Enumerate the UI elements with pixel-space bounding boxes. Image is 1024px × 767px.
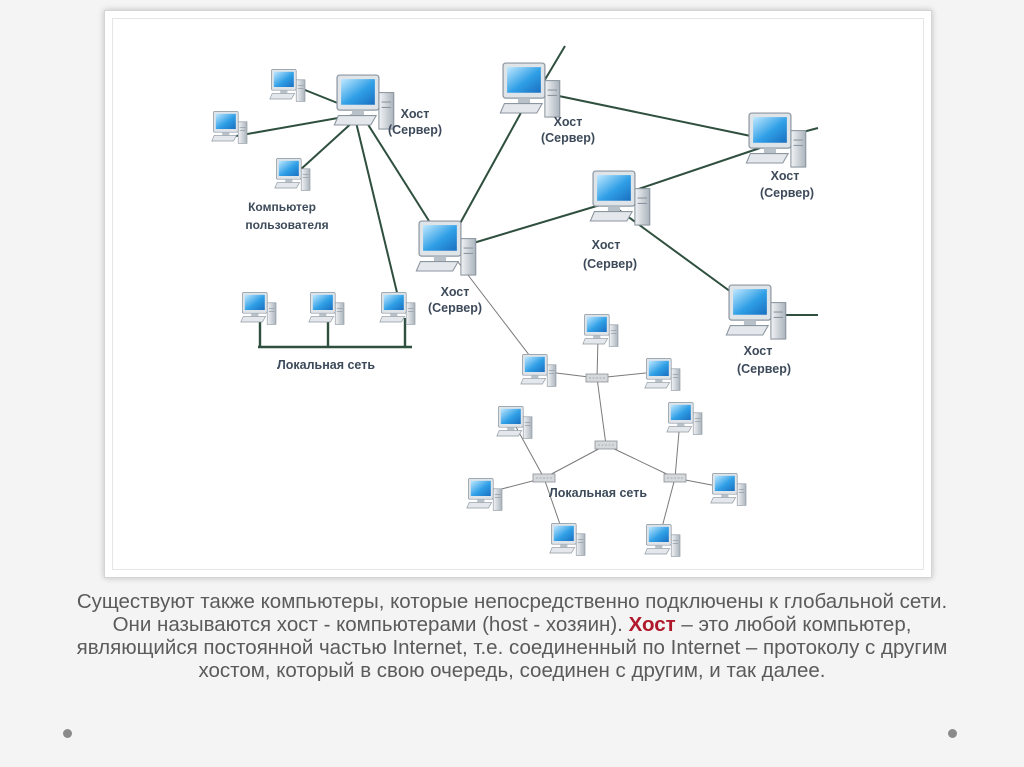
link-host4-host5 bbox=[529, 89, 771, 141]
user-computer-label: Компьютер bbox=[248, 200, 316, 214]
link-host1-pc-b bbox=[235, 114, 356, 137]
caption-highlight: Хост bbox=[628, 613, 676, 636]
hub-icon bbox=[594, 440, 618, 450]
hub-icon bbox=[532, 473, 556, 483]
hub-icon bbox=[663, 473, 687, 483]
caption-text: – это любой компьютер, являющийся постоя… bbox=[76, 613, 948, 682]
host-label: Хост bbox=[441, 285, 470, 299]
host-label: Хост bbox=[771, 169, 800, 183]
link-host1-lan1 bbox=[354, 117, 401, 306]
host-label: Хост bbox=[744, 344, 773, 358]
computer-icon bbox=[269, 69, 306, 102]
link-host2-host4 bbox=[451, 99, 529, 239]
bullet-dot bbox=[63, 729, 72, 738]
host-label: (Сервер) bbox=[737, 362, 791, 376]
host-label: (Сервер) bbox=[760, 186, 814, 200]
computer-icon bbox=[644, 357, 681, 391]
computer-icon bbox=[466, 477, 503, 511]
host-server-icon bbox=[725, 284, 787, 340]
computer-icon bbox=[240, 291, 277, 325]
host-label: Хост bbox=[554, 115, 583, 129]
lan1-bus bbox=[258, 318, 412, 349]
computer-icon bbox=[666, 401, 703, 435]
host-server-icon bbox=[589, 170, 651, 226]
link-host3-host6 bbox=[611, 204, 743, 301]
caption-text: Существуют также компьютеры, которые неп… bbox=[76, 590, 948, 636]
host-server-icon bbox=[745, 112, 807, 168]
host-label: Хост bbox=[592, 238, 621, 252]
slide-caption: Существуют также компьютеры, которые неп… bbox=[60, 590, 964, 682]
lan2-links bbox=[457, 261, 723, 536]
computer-icon bbox=[496, 405, 533, 439]
computer-icon bbox=[379, 291, 416, 325]
host-server-icon bbox=[333, 74, 395, 130]
computer-icon bbox=[520, 353, 557, 387]
computer-icon bbox=[274, 157, 311, 191]
computer-icon bbox=[644, 524, 681, 557]
computer-icon bbox=[211, 111, 248, 144]
host-label: Хост bbox=[401, 107, 430, 121]
lan-label: Локальная сеть bbox=[277, 358, 375, 372]
host-label: (Сервер) bbox=[428, 301, 482, 315]
host-label: (Сервер) bbox=[388, 123, 442, 137]
link-host2-lan2 bbox=[457, 261, 537, 365]
lan-label: Локальная сеть bbox=[549, 486, 647, 500]
host-server-icon bbox=[415, 220, 477, 276]
link-host1-user-pc bbox=[299, 119, 356, 171]
hub-icon bbox=[585, 373, 609, 383]
computer-icon bbox=[710, 472, 747, 506]
host-label: (Сервер) bbox=[583, 257, 637, 271]
bullet-dot bbox=[948, 729, 957, 738]
computer-icon bbox=[582, 313, 619, 347]
link-host1-host2 bbox=[361, 114, 437, 233]
computer-icon bbox=[549, 523, 586, 556]
user-computer-label: пользователя bbox=[245, 218, 328, 232]
computer-icon bbox=[308, 291, 345, 325]
host-label: (Сервер) bbox=[541, 131, 595, 145]
